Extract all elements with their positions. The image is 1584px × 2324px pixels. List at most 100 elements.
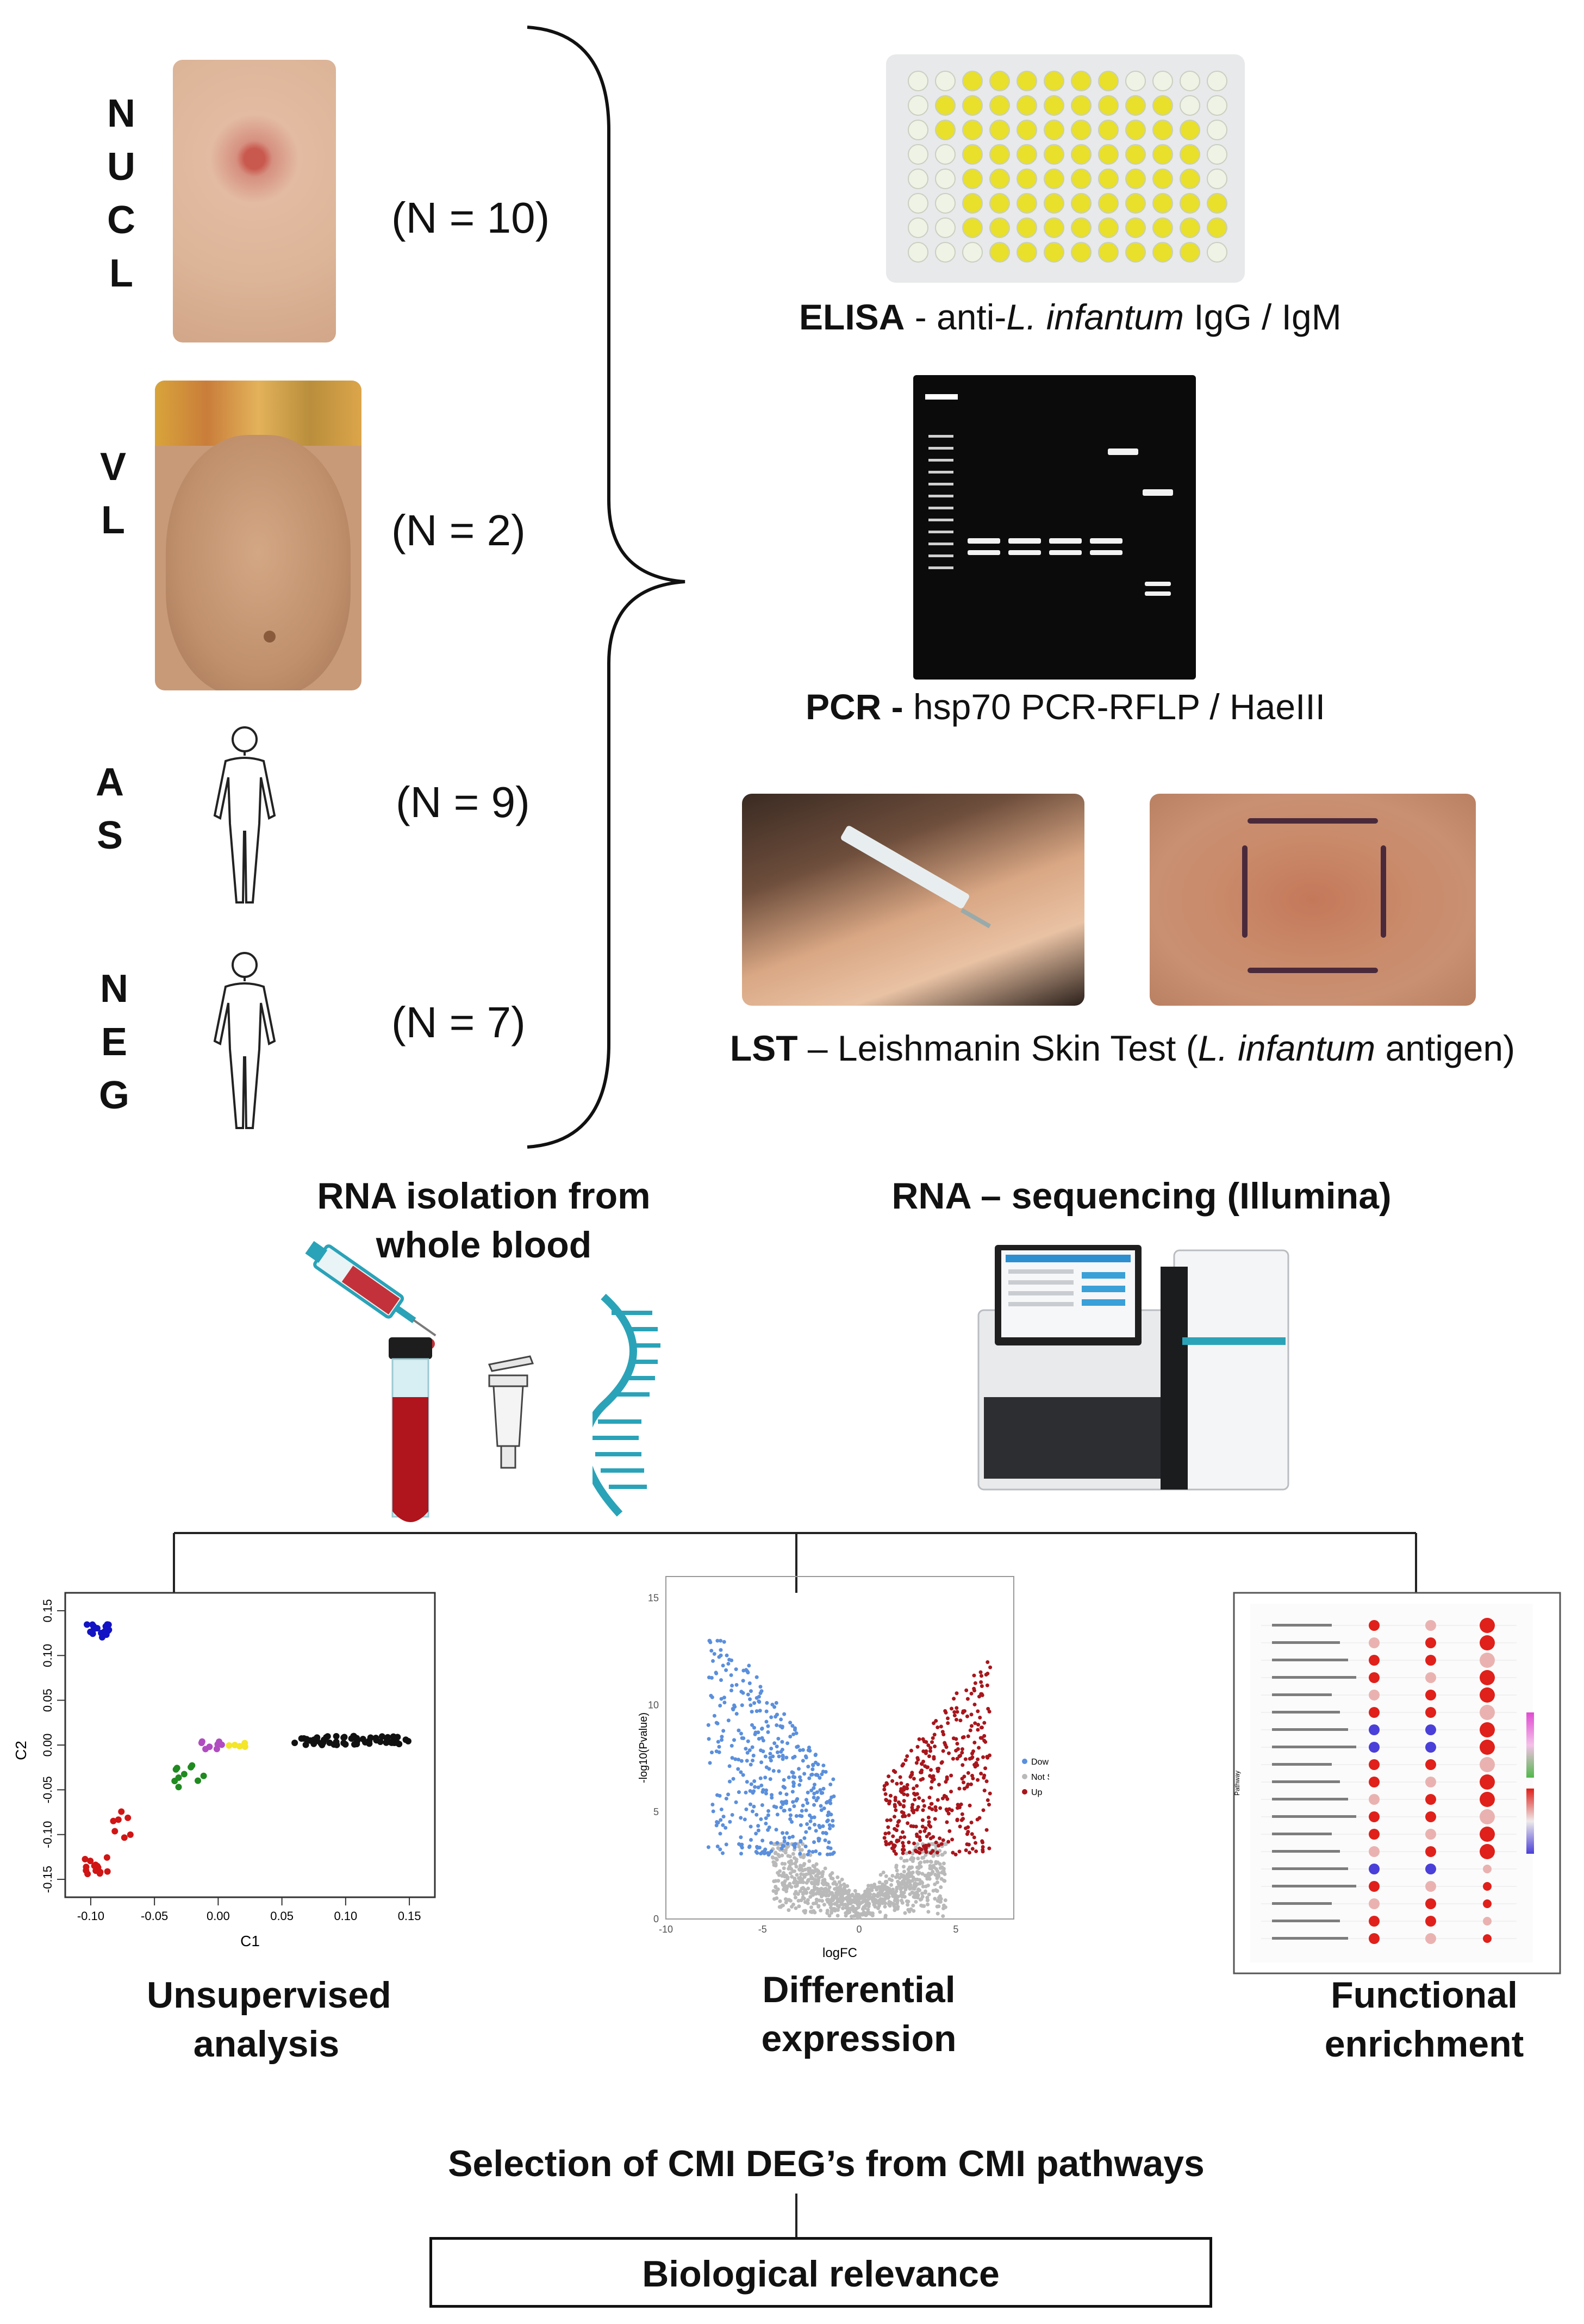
elisa-well <box>1071 71 1092 91</box>
volcano-point-notsig <box>771 1889 776 1893</box>
volcano-point-down <box>778 1791 783 1796</box>
volcano-point-down <box>824 1831 828 1836</box>
volcano-point-down <box>739 1770 743 1774</box>
volcano-point-down <box>714 1721 719 1725</box>
elisa-well <box>935 120 956 140</box>
volcano-point-up <box>901 1804 906 1809</box>
neg-person-icon <box>213 952 276 1129</box>
volcano-point-down <box>788 1817 793 1821</box>
volcano-point-notsig <box>913 1881 918 1885</box>
volcano-point-up <box>939 1724 943 1729</box>
volcano-point-notsig <box>927 1892 931 1897</box>
volcano-point-up <box>883 1792 888 1796</box>
enrichment-row-label <box>1272 1780 1340 1783</box>
volcano-point-notsig <box>884 1880 889 1885</box>
volcano-point-up <box>979 1772 983 1776</box>
volcano-point-up <box>913 1797 917 1802</box>
enrichment-dot <box>1369 1777 1380 1787</box>
elisa-well <box>962 217 983 238</box>
volcano-point-down <box>802 1772 807 1776</box>
volcano-point-notsig <box>870 1911 875 1916</box>
volcano-point-notsig <box>934 1861 938 1866</box>
volcano-xtick-label: 0 <box>857 1924 862 1935</box>
volcano-point-down <box>793 1775 797 1779</box>
volcano-point-down <box>779 1846 784 1851</box>
elisa-well <box>1180 144 1200 165</box>
volcano-point-up <box>905 1786 909 1791</box>
volcano-point-notsig <box>818 1871 822 1875</box>
volcano-point-up <box>950 1706 954 1711</box>
volcano-point-down <box>812 1803 816 1807</box>
volcano-point-notsig <box>795 1873 799 1877</box>
volcano-point-up <box>937 1843 941 1848</box>
volcano-point-down <box>812 1815 816 1820</box>
volcano-point-notsig <box>817 1891 821 1896</box>
volcano-point-down <box>766 1853 771 1857</box>
elisa-well <box>935 193 956 214</box>
volcano-point-notsig <box>881 1870 885 1874</box>
volcano-point-notsig <box>794 1865 799 1869</box>
enrichment-dot <box>1425 1794 1436 1805</box>
volcano-point-notsig <box>943 1905 947 1909</box>
volcano-point-down <box>819 1808 824 1812</box>
volcano-point-up <box>984 1779 989 1784</box>
volcano-point-notsig <box>911 1903 915 1908</box>
volcano-point-up <box>928 1774 932 1778</box>
volcano-point-notsig <box>816 1876 821 1880</box>
volcano-point-notsig <box>905 1880 909 1885</box>
elisa-well <box>1152 193 1173 214</box>
ladder-band <box>928 519 953 521</box>
volcano-point-notsig <box>799 1872 803 1876</box>
elisa-well <box>1125 120 1146 140</box>
volcano-point-up <box>892 1849 896 1853</box>
volcano-point-notsig <box>846 1892 850 1896</box>
volcano-point-up <box>964 1688 969 1692</box>
volcano-point-down <box>736 1758 740 1762</box>
volcano-point-notsig <box>884 1874 888 1878</box>
volcano-point-notsig <box>783 1897 788 1902</box>
volcano-point-up <box>981 1845 985 1849</box>
volcano-point-up <box>895 1839 899 1843</box>
volcano-point-notsig <box>808 1895 813 1899</box>
volcano-point-notsig <box>897 1884 902 1888</box>
volcano-point-down <box>812 1840 816 1845</box>
enrichment-dot <box>1425 1707 1436 1718</box>
group-count-as: (N = 9) <box>396 778 530 826</box>
biological-relevance-label: Biological relevance <box>642 2253 1000 2295</box>
volcano-point-notsig <box>903 1887 908 1892</box>
volcano-point-down <box>726 1718 731 1723</box>
pca-point <box>291 1740 298 1747</box>
volcano-point-up <box>976 1728 980 1732</box>
pca-point <box>188 1764 195 1771</box>
volcano-point-down <box>737 1790 741 1795</box>
pca-ytick-label: -0.05 <box>41 1776 54 1803</box>
volcano-point-notsig <box>872 1883 877 1887</box>
volcano-point-notsig <box>788 1864 792 1868</box>
elisa-well <box>1016 95 1037 116</box>
volcano-point-notsig <box>780 1861 784 1866</box>
volcano-point-down <box>814 1753 818 1757</box>
enrichment-row-label <box>1272 1641 1340 1644</box>
pca-point <box>118 1808 125 1815</box>
elisa-well <box>1071 193 1092 214</box>
volcano-point-up <box>972 1702 977 1706</box>
volcano-point-down <box>776 1736 781 1741</box>
elisa-well <box>1207 169 1227 189</box>
volcano-xlabel: logFC <box>822 1946 857 1960</box>
volcano-point-up <box>964 1848 968 1852</box>
volcano-point-down <box>764 1791 768 1796</box>
volcano-point-down <box>721 1663 725 1668</box>
volcano-point-down <box>797 1783 802 1787</box>
volcano-point-down <box>820 1791 825 1795</box>
volcano-point-notsig <box>863 1903 868 1908</box>
volcano-point-notsig <box>899 1890 903 1895</box>
volcano-point-up <box>949 1790 953 1794</box>
ladder-band <box>928 483 953 485</box>
elisa-well <box>1180 120 1200 140</box>
volcano-point-notsig <box>791 1869 795 1873</box>
volcano-point-up <box>961 1709 965 1714</box>
elisa-well <box>1125 217 1146 238</box>
volcano-point-down <box>759 1852 763 1856</box>
volcano-point-notsig <box>835 1900 839 1904</box>
elisa-well <box>1152 95 1173 116</box>
